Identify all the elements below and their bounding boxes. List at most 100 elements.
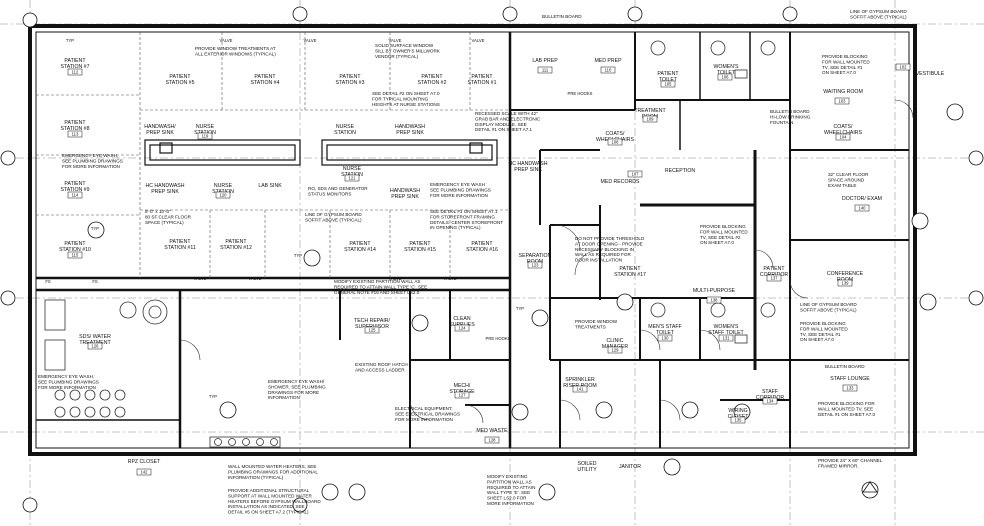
room-number-tag: 107 [627, 170, 643, 178]
tag-label: TYP [91, 226, 99, 231]
room-number-boxes: 1021031041051061071081091101111121131141… [67, 63, 911, 476]
room-number-tag: 102 [895, 63, 911, 71]
tag-label: VALVE [220, 38, 233, 43]
tag-labels: TYP TYP TYP TYP TYP VALVE VALVE VALVE VALVE VALVE… [45, 38, 592, 399]
room-name: JANITOR [619, 464, 641, 470]
room-number: 119 [202, 134, 209, 139]
tag-label: PRE HOOKS [486, 336, 511, 341]
room-number: 127 [459, 393, 467, 398]
room-number-tag: 120 [215, 191, 231, 199]
room-number: 140 [859, 206, 867, 211]
room-number-tag: 141 [572, 385, 588, 393]
room-number: 138 [711, 298, 719, 303]
room-number: 104 [840, 135, 848, 140]
room-number-tag: 103 [834, 97, 850, 105]
room-number-tag: 124 [454, 324, 470, 332]
room-name: VESTIBULE [916, 71, 945, 77]
door-swings [179, 99, 914, 424]
room-number-tag: 112 [67, 68, 83, 76]
room-number: 120 [220, 193, 228, 198]
room-number: 106 [722, 75, 730, 80]
room-number-tag: 113 [67, 130, 83, 138]
tag-label: TYP [294, 253, 302, 258]
room-number: 126 [92, 344, 100, 349]
room-number-tag: 131 [718, 334, 734, 342]
tag-label: VALVE [389, 38, 402, 43]
room-name: COATS/WHEELCHAIRS [824, 124, 863, 136]
room-number: 113 [72, 132, 79, 137]
water-treatment-equipment [44, 299, 281, 448]
room-number: 108 [612, 140, 620, 145]
room-number: 131 [723, 336, 731, 341]
room-number-tag: 115 [67, 251, 83, 259]
room-number: 111 [542, 68, 549, 73]
tag-label: TYP [66, 38, 74, 43]
room-number-tag: 123 [527, 261, 543, 269]
room-number-tag: 114 [67, 191, 83, 199]
interior-walls [36, 32, 909, 448]
room-number-tag: 119 [197, 132, 213, 140]
patient-station-boundaries [36, 32, 510, 278]
annotation-note: RECESSED SCALE WITH 42"GRAB BAR AND ELEC… [475, 111, 541, 132]
grid-bubble-icon [0, 6, 984, 513]
section-marker-icon [87, 103, 964, 501]
annotation-note: EMERGENCY EYE WASH,SEE PLUMBING DRAWINGS… [38, 374, 99, 390]
room-number: 139 [842, 281, 850, 286]
north-arrow-icon [862, 481, 878, 493]
annotation-note: BULLETIN BOARD [542, 14, 582, 19]
tag-label: TYP [209, 394, 217, 399]
room-number: 124 [459, 326, 467, 331]
tag-label: VALVE [389, 276, 402, 281]
tag-label: FS [45, 279, 51, 284]
annotation-note: BULLETIN BOARD [825, 364, 865, 369]
tag-label: TYP [516, 306, 524, 311]
room-number: 128 [489, 438, 497, 443]
room-number-tag: 121 [344, 174, 360, 182]
toilet-fixtures [650, 40, 776, 344]
room-number-tag: 142 [136, 468, 152, 476]
room-number-tag: 133 [842, 384, 858, 392]
tag-label: VALVE [444, 276, 457, 281]
room-name: WAITING ROOM [823, 89, 863, 95]
tag-label: VALVE [304, 38, 317, 43]
room-name: RPZ CLOSET [128, 459, 161, 465]
room-name: HANDWASH/PREP SINK [144, 124, 176, 136]
room-number-tag: 139 [837, 279, 853, 287]
room-number: 133 [847, 386, 855, 391]
room-name: LAB PREP [532, 58, 558, 64]
room-name: MED PREP [594, 58, 622, 64]
room-number-tag: 106 [717, 73, 733, 81]
room-number-tag: 126 [87, 342, 103, 350]
